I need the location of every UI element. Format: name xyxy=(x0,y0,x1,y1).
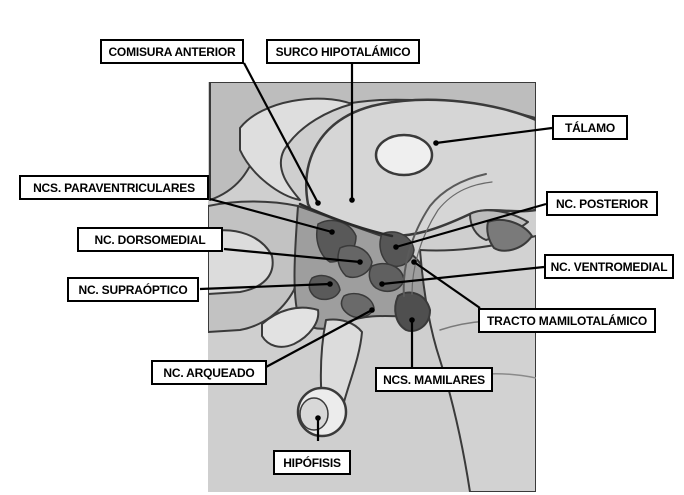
label-nc-posterior: NC. POSTERIOR xyxy=(546,191,658,216)
interthalamic-adhesion xyxy=(376,135,432,175)
label-talamo: TÁLAMO xyxy=(552,115,628,140)
label-tracto-mamilotalamico: TRACTO MAMILOTALÁMICO xyxy=(478,308,656,333)
label-nc-ventromedial: NC. VENTROMEDIAL xyxy=(544,254,674,279)
label-ncs-paraventriculares: NCS. PARAVENTRICULARES xyxy=(19,175,209,200)
label-surco-hipotalamico: SURCO HIPOTALÁMICO xyxy=(266,39,420,64)
label-nc-supraoptico: NC. SUPRAÓPTICO xyxy=(67,277,199,302)
label-nc-dorsomedial: NC. DORSOMEDIAL xyxy=(77,227,223,252)
label-ncs-mamilares: NCS. MAMILARES xyxy=(375,367,493,392)
label-comisura-anterior: COMISURA ANTERIOR xyxy=(100,39,244,64)
pituitary-posterior-lobe xyxy=(300,398,328,430)
label-hipofisis: HIPÓFISIS xyxy=(273,450,351,475)
label-nc-arqueado: NC. ARQUEADO xyxy=(151,360,267,385)
